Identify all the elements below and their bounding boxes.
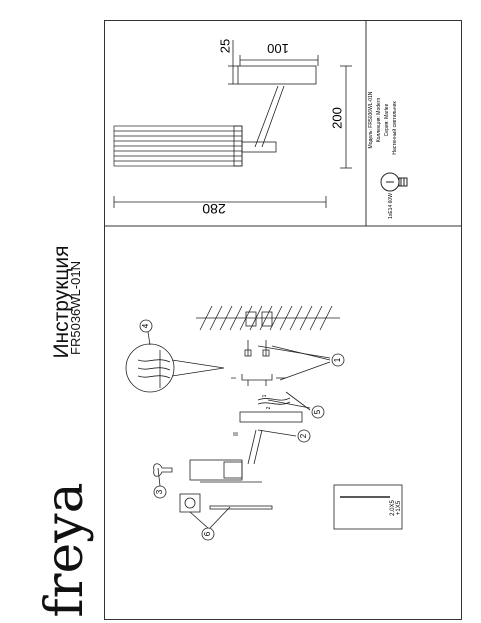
callout-5: 5 bbox=[313, 409, 322, 414]
bulb-icon bbox=[380, 172, 408, 192]
callout-3: 3 bbox=[155, 489, 164, 494]
dimension-200: 200 bbox=[329, 107, 344, 129]
spec-type: Настенный светильник bbox=[391, 101, 398, 155]
callout-circles bbox=[139, 319, 345, 541]
box-label-2: +1X5 bbox=[396, 500, 402, 515]
instruction-frame bbox=[104, 20, 462, 620]
dimension-drawing bbox=[113, 40, 352, 208]
spec-series: Серия: Marlee bbox=[384, 103, 390, 136]
installation-drawing bbox=[125, 305, 403, 530]
spec-collection: Коллекция: Modern bbox=[376, 98, 382, 143]
callout-6: 6 bbox=[203, 531, 212, 536]
callout-2: 2 bbox=[299, 433, 308, 438]
dimension-280: 280 bbox=[202, 201, 226, 217]
spec-lamp: 1xE14 60W bbox=[388, 193, 394, 219]
spec-model-label: Модель: FR5036WL-01N bbox=[368, 91, 374, 148]
callout-4: 4 bbox=[141, 323, 150, 328]
dimension-100: 100 bbox=[267, 41, 289, 56]
box-label-1: 2.0X5 bbox=[390, 500, 396, 516]
wire-label-2: 2 bbox=[266, 406, 272, 409]
callout-1: 1 bbox=[333, 357, 342, 362]
dimension-25: 25 bbox=[217, 39, 232, 53]
step-mark-i: I bbox=[231, 377, 238, 379]
step-mark-ii: II bbox=[233, 432, 240, 436]
wire-label-1: 1 bbox=[262, 394, 268, 397]
